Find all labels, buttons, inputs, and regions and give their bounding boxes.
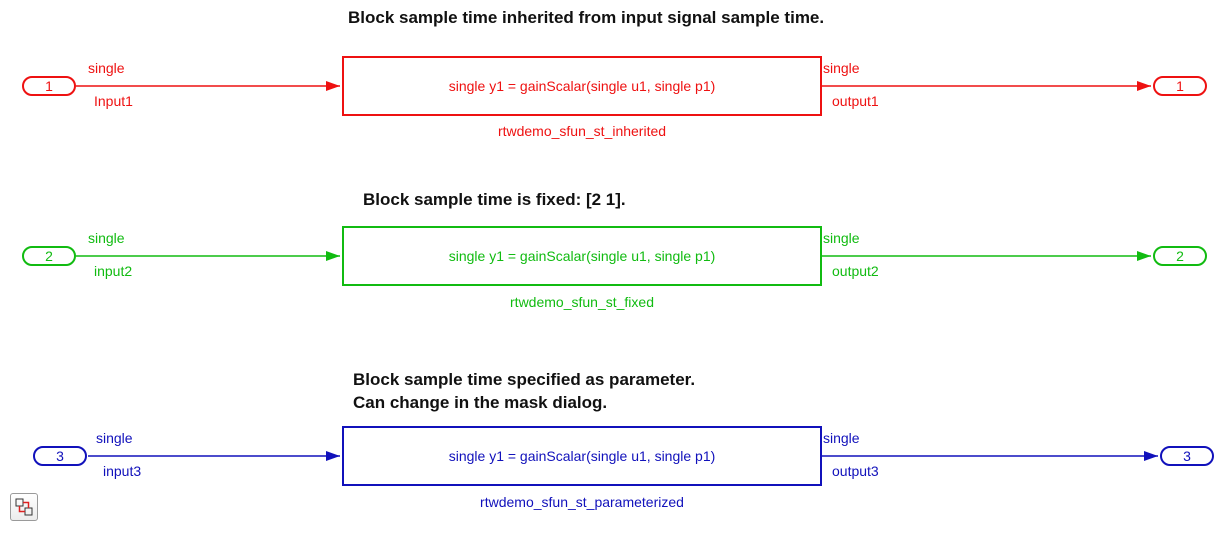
input-signal-type-1: single [88, 60, 125, 76]
sfunction-block-1[interactable]: single y1 = gainScalar(single u1, single… [342, 56, 822, 116]
output-signal-type-2: single [823, 230, 860, 246]
inport-1[interactable]: 1 [22, 76, 76, 96]
input-signal-type-2: single [88, 230, 125, 246]
input-arrowhead-1 [326, 81, 340, 91]
input-arrowhead-2 [326, 251, 340, 261]
sfunction-block-2[interactable]: single y1 = gainScalar(single u1, single… [342, 226, 822, 286]
inport-2[interactable]: 2 [22, 246, 76, 266]
outport-2[interactable]: 2 [1153, 246, 1207, 266]
input-arrowhead-3 [326, 451, 340, 461]
sfunction-block-text-2: single y1 = gainScalar(single u1, single… [448, 248, 716, 264]
inport-name-2: input2 [94, 263, 133, 279]
sfunction-block-text-3: single y1 = gainScalar(single u1, single… [448, 448, 716, 464]
inport-name-3: input3 [103, 463, 142, 479]
outport-3[interactable]: 3 [1160, 446, 1214, 466]
outport-name-3: output3 [832, 463, 879, 479]
sfunction-block-text-1: single y1 = gainScalar(single u1, single… [448, 78, 716, 94]
block-name-3[interactable]: rtwdemo_sfun_st_parameterized [480, 494, 684, 510]
annotation-row3-line2: Can change in the mask dialog. [353, 393, 608, 412]
inport-name-1: Input1 [94, 93, 133, 109]
block-name-1[interactable]: rtwdemo_sfun_st_inherited [497, 123, 667, 139]
annotation-row3-line1: Block sample time specified as parameter… [353, 370, 696, 389]
outport-1[interactable]: 1 [1153, 76, 1207, 96]
model-hierarchy-glyph-icon [15, 498, 33, 516]
annotation-row2: Block sample time is fixed: [2 1]. [363, 190, 626, 209]
output-arrowhead-2 [1137, 251, 1151, 261]
model-hierarchy-icon[interactable] [10, 493, 38, 521]
output-arrowhead-1 [1137, 81, 1151, 91]
output-signal-type-3: single [823, 430, 860, 446]
outport-name-2: output2 [832, 263, 879, 279]
inport-3[interactable]: 3 [33, 446, 87, 466]
block-name-2[interactable]: rtwdemo_sfun_st_fixed [510, 294, 654, 310]
annotation-row1: Block sample time inherited from input s… [348, 8, 825, 27]
output-arrowhead-3 [1144, 451, 1158, 461]
sfunction-block-3[interactable]: single y1 = gainScalar(single u1, single… [342, 426, 822, 486]
input-signal-type-3: single [96, 430, 133, 446]
output-signal-type-1: single [823, 60, 860, 76]
outport-name-1: output1 [832, 93, 879, 109]
